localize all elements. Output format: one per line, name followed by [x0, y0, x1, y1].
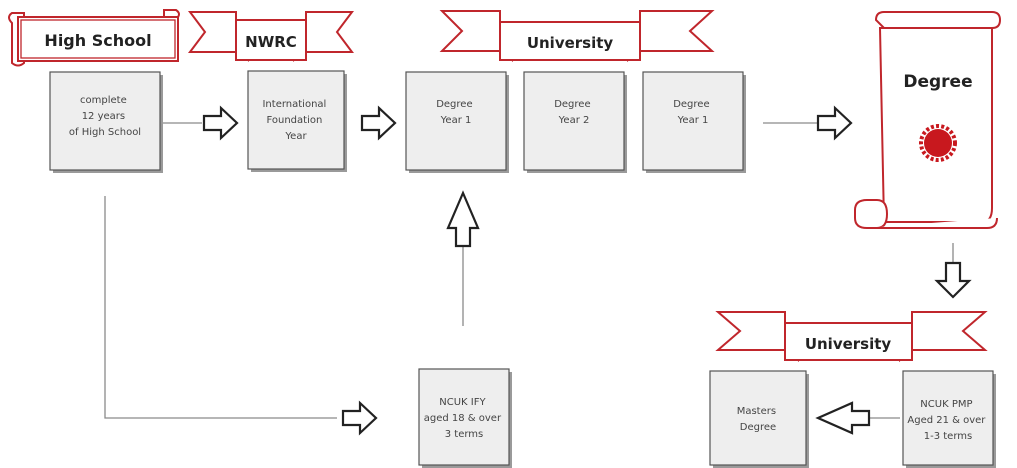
- degree-scroll-label: Degree: [903, 72, 972, 92]
- box-high-school-text: complete 12 years of High School: [69, 95, 141, 138]
- box-degree-year-2-text: Degree Year 2: [554, 99, 594, 126]
- seal-icon: [919, 124, 957, 162]
- box-degree-year-2: Degree Year 2: [523, 71, 627, 173]
- connector-lines: [104, 122, 954, 419]
- banner-university-top: University: [439, 10, 715, 62]
- banner-university-bottom: University: [715, 311, 988, 363]
- box-ncuk-ify: NCUK IFY aged 18 & over 3 terms: [418, 368, 512, 468]
- banner-university-bottom-label: University: [805, 335, 892, 353]
- banner-nwrc: NWRC: [188, 11, 354, 62]
- arrow-right-icon: [202, 105, 239, 141]
- box-high-school: complete 12 years of High School: [49, 71, 163, 173]
- box-degree-year-3: Degree Year 1: [642, 71, 746, 173]
- banner-high-school-label: High School: [44, 31, 151, 50]
- box-foundation-year: International Foundation Year: [247, 70, 347, 172]
- box-masters-degree-text: Masters Degree: [737, 406, 780, 433]
- banner-nwrc-label: NWRC: [245, 33, 297, 51]
- arrow-right-icon: [360, 105, 397, 141]
- connector-hs-ify: [104, 196, 337, 419]
- banner-high-school: High School: [8, 9, 180, 67]
- arrow-right-icon: [341, 400, 378, 436]
- box-foundation-year-text: International Foundation Year: [262, 99, 329, 142]
- arrow-right-icon: [816, 105, 853, 141]
- arrow-left-icon: [815, 401, 871, 435]
- box-degree-year-3-text: Degree Year 1: [673, 99, 713, 126]
- box-ncuk-pmp-text: NCUK PMP Aged 21 & over 1-3 terms: [907, 399, 988, 442]
- box-masters-degree: Masters Degree: [709, 370, 809, 468]
- degree-scroll: Degree: [854, 11, 1002, 229]
- arrow-down-icon: [934, 261, 972, 299]
- box-ncuk-pmp: NCUK PMP Aged 21 & over 1-3 terms: [902, 370, 996, 468]
- arrow-up-icon: [446, 190, 480, 248]
- banner-university-top-label: University: [527, 34, 614, 52]
- box-degree-year-1: Degree Year 1: [405, 71, 509, 173]
- box-ncuk-ify-text: NCUK IFY aged 18 & over 3 terms: [424, 397, 505, 440]
- box-degree-year-1-text: Degree Year 1: [436, 99, 476, 126]
